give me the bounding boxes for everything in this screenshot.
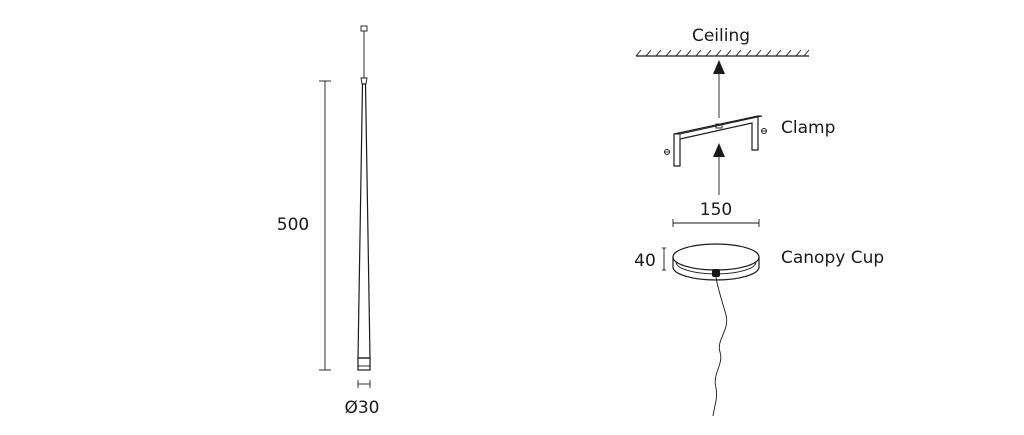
suspension-wire — [360, 25, 368, 85]
diameter-dimension: Ø30 — [344, 380, 380, 418]
height-dimension: 500 — [277, 80, 331, 371]
cup-height-dimension: 40 — [634, 247, 666, 271]
pendant-body — [357, 83, 371, 371]
canopy-cup: Canopy Cup — [672, 243, 884, 281]
arrow-to-ceiling — [713, 60, 725, 118]
clamp-screw-left-icon — [664, 149, 670, 155]
width-dimension: 150 — [672, 200, 760, 227]
arrow-to-clamp — [713, 143, 725, 195]
clamp-label: Clamp — [781, 118, 835, 138]
ceiling-label: Ceiling — [692, 26, 750, 46]
width-label: 150 — [700, 200, 732, 220]
canopy-label: Canopy Cup — [781, 248, 884, 268]
mounting-drawing: Ceiling Clamp — [634, 26, 884, 417]
pendant-drawing: 500 Ø30 — [277, 25, 380, 418]
ceiling-line: Ceiling — [635, 26, 810, 57]
diameter-label: Ø30 — [344, 398, 379, 418]
clamp-screw-right-icon — [761, 128, 767, 134]
power-cord — [712, 276, 728, 417]
height-label: 500 — [277, 215, 309, 235]
cup-height-label: 40 — [634, 251, 656, 271]
clamp-bracket: Clamp — [664, 115, 835, 167]
